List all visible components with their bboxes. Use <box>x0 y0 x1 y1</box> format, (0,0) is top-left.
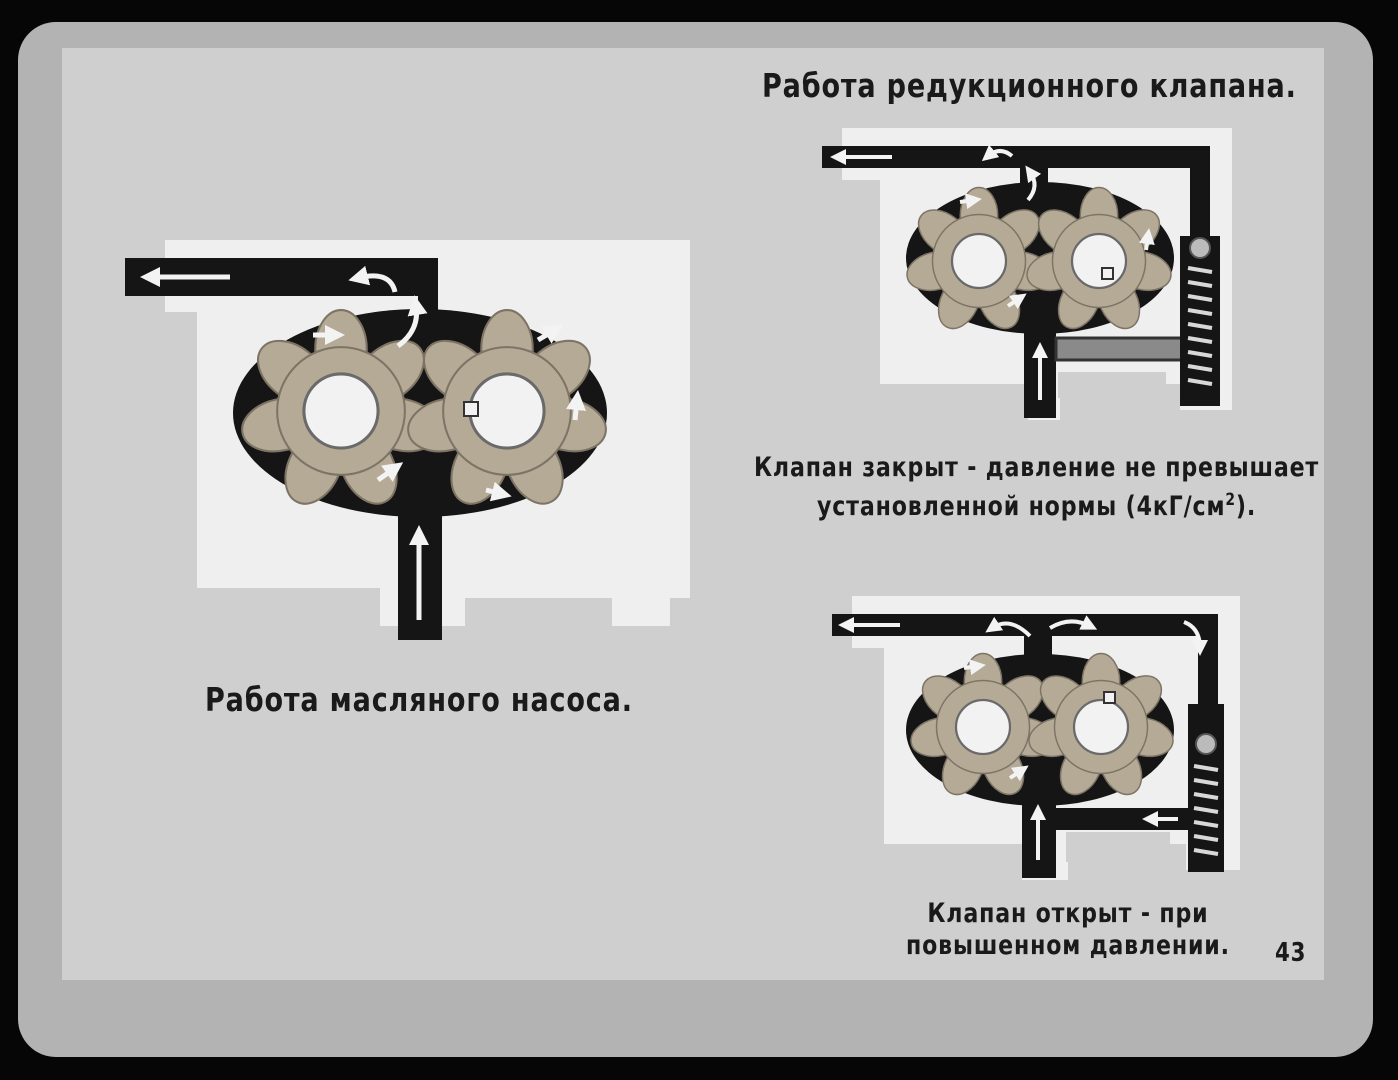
caption-open-line1: Клапан открыт - при <box>927 898 1209 929</box>
flow-arrow-icon <box>830 144 1155 400</box>
caption-closed-line1: Клапан закрыт - давление не превышает <box>754 452 1320 483</box>
spring-icon <box>1193 764 1219 856</box>
flow-arrow-icon <box>140 265 586 620</box>
title-pump: Работа масляного насоса. <box>205 680 633 719</box>
title-valve: Работа редукционного клапана. <box>762 66 1297 105</box>
caption-valve-open: Клапан открыт - при повышенном давлении. <box>906 898 1230 962</box>
caption-closed-superscript: 2 <box>1225 490 1236 510</box>
caption-open-line2: повышенном давлении. <box>906 930 1230 961</box>
caption-closed-line2-suffix: ). <box>1235 491 1257 522</box>
caption-closed-line2: установленной нормы (4кГ/см2). <box>754 484 1319 523</box>
oil-pump-diagram <box>125 240 690 640</box>
spring-icon <box>1187 266 1213 386</box>
page-number: 43 <box>1275 938 1307 968</box>
caption-closed-line2-prefix: установленной нормы (4кГ/см <box>816 491 1226 522</box>
valve-open-diagram <box>832 596 1240 880</box>
caption-valve-closed: Клапан закрыт - давление не превышает ус… <box>754 452 1319 523</box>
valve-closed-diagram <box>822 128 1232 420</box>
flow-arrow-icon <box>838 615 1208 860</box>
